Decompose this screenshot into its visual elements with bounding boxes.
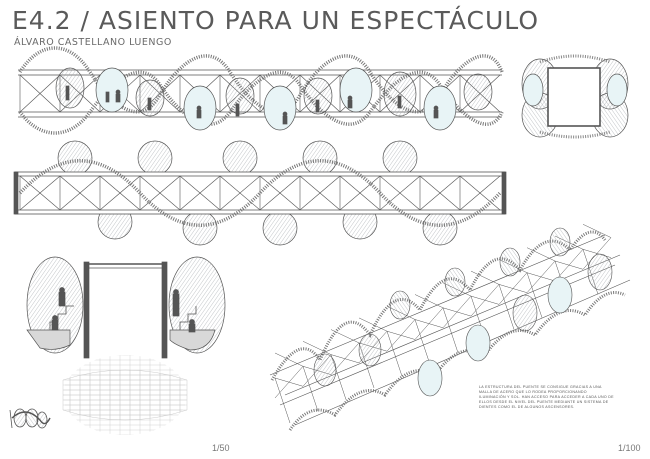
scale-left: 1/50 bbox=[212, 443, 230, 453]
plan-view bbox=[13, 140, 507, 246]
section-detail-view bbox=[26, 256, 226, 435]
elevation-view bbox=[18, 46, 504, 135]
scale-right: 1/100 bbox=[618, 443, 641, 453]
key-icon bbox=[9, 408, 51, 429]
side-section-view bbox=[521, 54, 629, 139]
sheet-author: ÁLVARO CASTELLANO LUENGO bbox=[14, 37, 172, 48]
project-description: La estructura del puente se consigue gra… bbox=[479, 385, 614, 409]
axonometric-view bbox=[269, 224, 631, 431]
sheet-title: E4.2 / ASIENTO PARA UN ESPECTÁCULO bbox=[12, 6, 539, 35]
